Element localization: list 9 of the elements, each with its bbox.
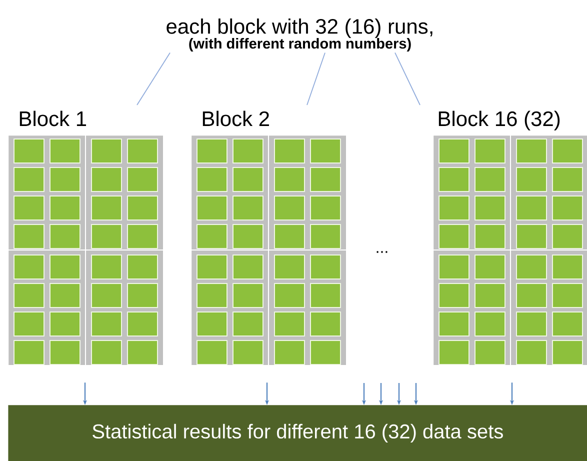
heading-text: each block with 32 (16) runs, (with different random numbers) [166, 18, 432, 52]
block-heading: Block 16 (32) [438, 110, 560, 130]
leader-line [306, 52, 326, 106]
leader-line [394, 52, 420, 106]
block-heading: Block 1 [20, 110, 86, 126]
block-heading: Block 2 [202, 110, 269, 126]
leader-line [136, 52, 170, 106]
results-bar: Statistical results for different 16 (32) data sets [8, 405, 587, 461]
ellipsis: ... [376, 251, 388, 253]
